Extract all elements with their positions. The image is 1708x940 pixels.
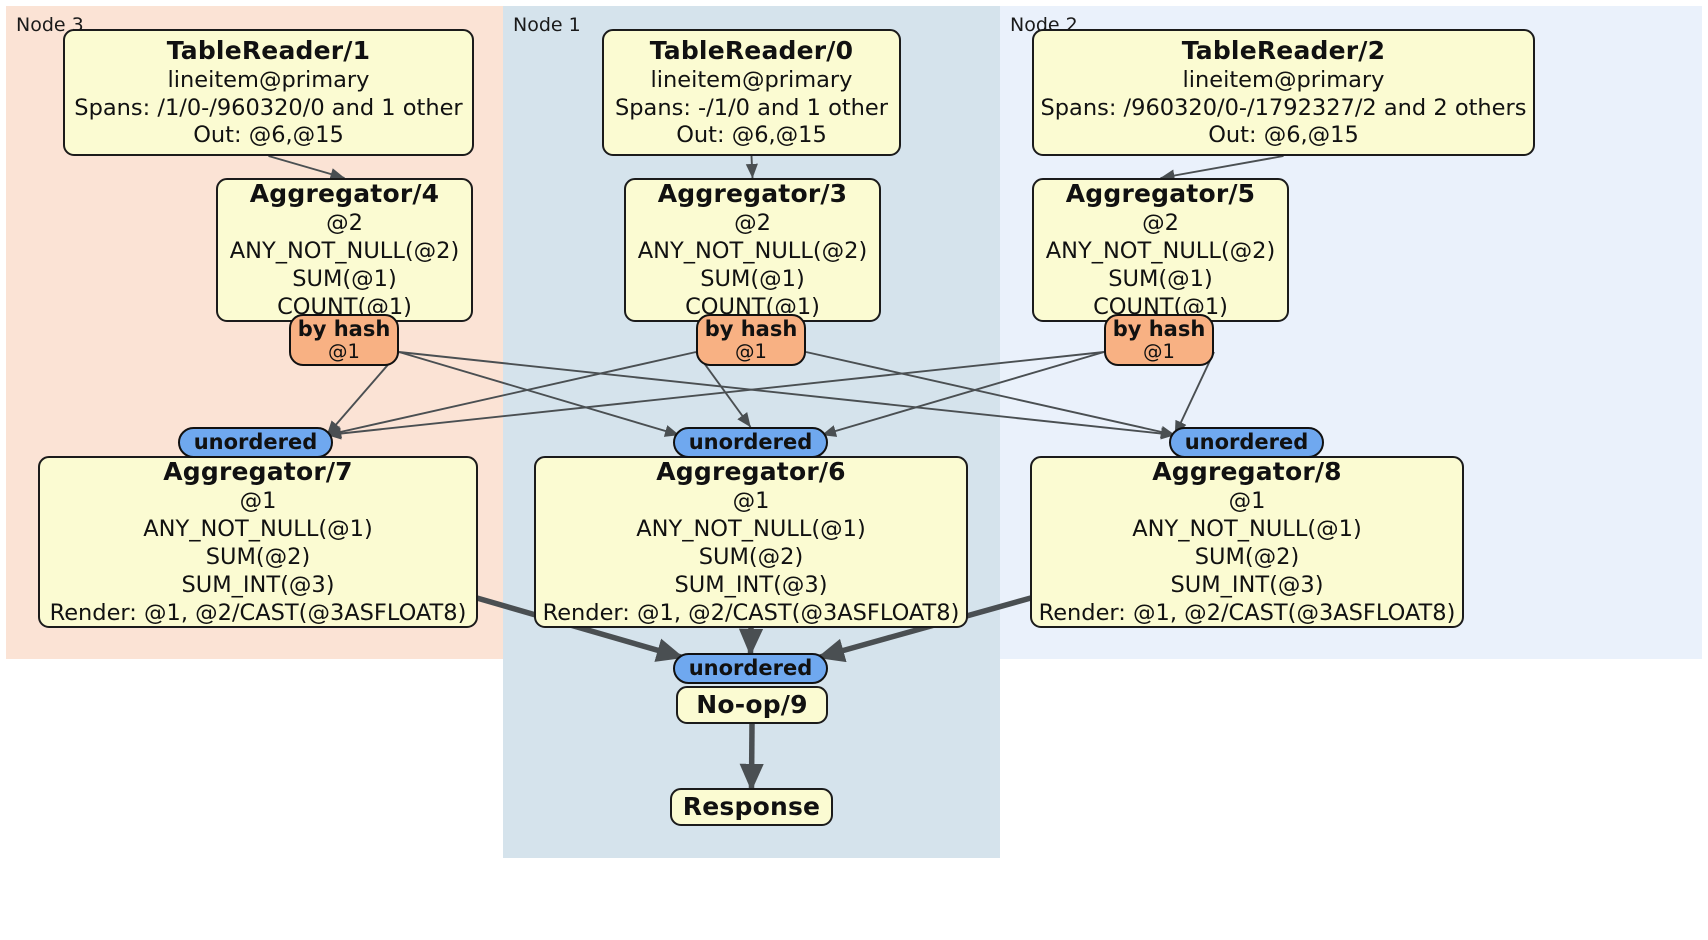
processor-response[interactable]: Response bbox=[670, 788, 833, 826]
processor-detail-line: SUM_INT(@3) bbox=[181, 571, 335, 598]
processor-detail-line: @1 bbox=[239, 488, 277, 515]
processor-detail-line: SUM(@2) bbox=[1194, 544, 1300, 571]
processor-title: Aggregator/4 bbox=[249, 179, 440, 209]
processor-detail-line: Out: @6,@15 bbox=[193, 122, 344, 149]
hash-router-hash4[interactable]: by hash@1 bbox=[289, 314, 399, 366]
unordered-synchronizer-sync8[interactable]: unordered bbox=[1169, 427, 1324, 458]
processor-detail-line: ANY_NOT_NULL(@2) bbox=[1045, 238, 1276, 265]
processor-detail-line: SUM_INT(@3) bbox=[1170, 571, 1324, 598]
hash-router-label: by hash bbox=[297, 316, 391, 341]
processor-detail-line: ANY_NOT_NULL(@1) bbox=[143, 516, 373, 543]
hash-router-column: @1 bbox=[1143, 339, 1175, 363]
processor-title: Aggregator/5 bbox=[1065, 179, 1256, 209]
processor-detail-line: ANY_NOT_NULL(@1) bbox=[1132, 516, 1362, 543]
hash-router-label: by hash bbox=[1112, 316, 1206, 341]
edge-hash3-to-sync8 bbox=[805, 351, 1176, 438]
processor-detail-line: SUM(@1) bbox=[1108, 266, 1213, 292]
processor-detail-line: @1 bbox=[1228, 488, 1266, 515]
edge-hash4-to-sync6 bbox=[398, 351, 680, 437]
processor-detail-line: Out: @6,@15 bbox=[676, 122, 827, 149]
processor-detail-line: Render: @1, @2/CAST(@3ASFLOAT8) bbox=[542, 599, 960, 626]
processor-title: TableReader/1 bbox=[166, 35, 371, 65]
processor-title: Response bbox=[682, 792, 821, 821]
synchronizer-label: unordered bbox=[193, 430, 318, 455]
hash-router-hash5[interactable]: by hash@1 bbox=[1104, 314, 1214, 366]
processor-detail-line: SUM(@1) bbox=[292, 266, 397, 292]
processor-title: TableReader/0 bbox=[649, 35, 854, 65]
edge-hash5-to-sync6 bbox=[821, 351, 1105, 437]
edge-hash3-to-sync7 bbox=[326, 351, 697, 438]
processor-detail-line: ANY_NOT_NULL(@1) bbox=[636, 516, 866, 543]
unordered-synchronizer-sync6[interactable]: unordered bbox=[673, 427, 828, 458]
edge-tablereader2-to-aggregator5 bbox=[1160, 155, 1284, 182]
processor-detail-line: ANY_NOT_NULL(@2) bbox=[637, 238, 868, 265]
edge-noop9-to-response bbox=[739, 723, 764, 792]
processor-detail-line: Out: @6,@15 bbox=[1208, 122, 1359, 149]
processor-detail-line: SUM_INT(@3) bbox=[674, 571, 828, 598]
node-panel-label-node1: Node 1 bbox=[513, 14, 581, 36]
processor-title: No-op/9 bbox=[696, 690, 808, 719]
edge-tablereader1-to-aggregator4 bbox=[268, 155, 345, 180]
processor-title: Aggregator/3 bbox=[657, 179, 848, 209]
processor-title: Aggregator/7 bbox=[163, 457, 353, 487]
hash-router-column: @1 bbox=[328, 339, 360, 363]
processor-title: TableReader/2 bbox=[1181, 35, 1386, 65]
processor-detail-line: Render: @1, @2/CAST(@3ASFLOAT8) bbox=[1038, 599, 1456, 626]
processor-detail-line: @1 bbox=[732, 488, 770, 515]
processor-detail-line: SUM(@2) bbox=[698, 544, 804, 571]
synchronizer-label: unordered bbox=[688, 430, 813, 455]
edge-tablereader0-to-aggregator3 bbox=[745, 155, 758, 179]
edge-hash5-to-sync8 bbox=[1174, 351, 1215, 436]
synchronizer-label: unordered bbox=[1184, 430, 1309, 455]
processor-detail-line: @2 bbox=[734, 210, 771, 237]
processor-title: Aggregator/6 bbox=[656, 457, 846, 487]
processor-noop9[interactable]: No-op/9 bbox=[676, 686, 828, 724]
processor-title: Aggregator/8 bbox=[1152, 457, 1342, 487]
edge-hash5-to-sync7 bbox=[326, 351, 1105, 440]
processor-detail-line: lineitem@primary bbox=[167, 66, 370, 93]
processor-detail-line: Render: @1, @2/CAST(@3ASFLOAT8) bbox=[49, 599, 467, 626]
edge-hash4-to-sync8 bbox=[398, 351, 1176, 440]
synchronizer-label: unordered bbox=[688, 656, 813, 681]
unordered-synchronizer-sync7[interactable]: unordered bbox=[178, 427, 333, 458]
processor-detail-line: @2 bbox=[326, 210, 363, 237]
processor-detail-line: Spans: -/1/0 and 1 other bbox=[614, 94, 889, 121]
hash-router-column: @1 bbox=[735, 339, 767, 363]
processor-detail-line: Spans: /960320/0-/1792327/2 and 2 others bbox=[1040, 94, 1527, 121]
unordered-synchronizer-sync9[interactable]: unordered bbox=[673, 653, 828, 684]
processor-detail-line: lineitem@primary bbox=[650, 66, 853, 93]
processor-detail-line: ANY_NOT_NULL(@2) bbox=[229, 238, 460, 265]
hash-router-label: by hash bbox=[704, 316, 798, 341]
processor-detail-line: SUM(@2) bbox=[205, 544, 311, 571]
processor-detail-line: Spans: /1/0-/960320/0 and 1 other bbox=[74, 94, 463, 121]
processor-detail-line: SUM(@1) bbox=[700, 266, 805, 292]
edge-aggregator6-to-sync9 bbox=[738, 627, 764, 657]
hash-router-hash3[interactable]: by hash@1 bbox=[696, 314, 806, 366]
processor-detail-line: @2 bbox=[1142, 210, 1179, 237]
processor-detail-line: lineitem@primary bbox=[1182, 66, 1385, 93]
